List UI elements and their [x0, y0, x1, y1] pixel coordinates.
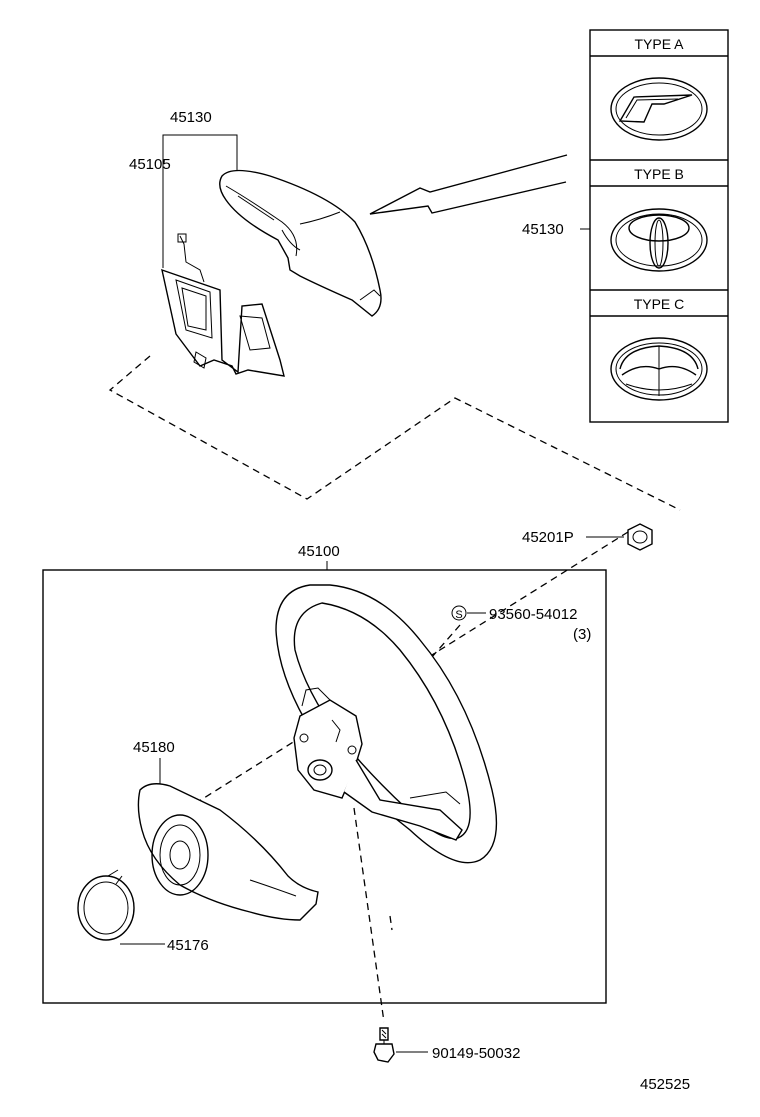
type-b-label: TYPE B	[634, 166, 684, 182]
wheel-assembly-label: 45100	[298, 543, 340, 560]
bolt-icon	[373, 1027, 395, 1063]
type-b-emblem-icon	[610, 208, 708, 272]
screw-symbol-icon	[451, 605, 467, 621]
spiral-plate-label: 45176	[167, 937, 209, 954]
steering-cover	[137, 783, 319, 921]
pointer-arrow	[369, 154, 568, 215]
emblem-type-panel: TYPE A TYPE B TYPE C	[589, 29, 729, 423]
emblem-part-label: 45130	[522, 221, 564, 238]
screw-label: 93560-54012	[489, 606, 577, 623]
bolt-label: 90149-50032	[432, 1045, 520, 1062]
pad-leader	[162, 134, 238, 178]
pad-bracket	[161, 233, 285, 377]
screw-symbol: S	[455, 609, 462, 621]
type-c-emblem-icon	[610, 337, 708, 401]
cover-label: 45180	[133, 739, 175, 756]
pad-cover	[219, 169, 382, 317]
nut-label: 45201P	[522, 529, 574, 546]
type-a-emblem-icon	[610, 77, 708, 141]
type-c-label: TYPE C	[634, 296, 685, 312]
wheel-assembly-box	[42, 569, 607, 1004]
screw-callout: S 93560-54012 (3)	[451, 605, 591, 643]
pad-bracket-label: 45105	[129, 156, 171, 173]
nut-axis-line	[187, 531, 629, 809]
nut-icon	[627, 523, 653, 551]
steering-wheel	[275, 584, 498, 864]
phantom-outline	[108, 355, 681, 511]
type-a-label: TYPE A	[634, 36, 684, 52]
diagram-number: 452525	[640, 1076, 690, 1093]
pad-assembly-label: 45130	[170, 109, 212, 126]
spiral-plate	[77, 869, 135, 941]
bolt-axis-line	[353, 807, 385, 1023]
screw-qty-label: (3)	[573, 626, 591, 643]
